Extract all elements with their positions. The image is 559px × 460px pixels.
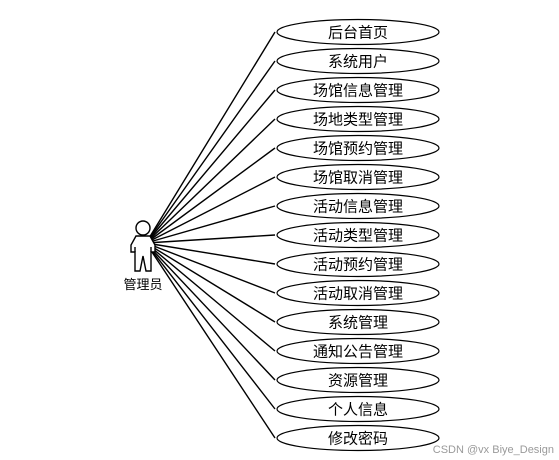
use-case-ellipse bbox=[276, 250, 440, 278]
actor-administrator: 管理员 bbox=[123, 220, 163, 293]
use-case: 场馆信息管理 bbox=[276, 76, 440, 104]
use-case: 场地类型管理 bbox=[276, 105, 440, 133]
use-case-ellipse bbox=[276, 395, 440, 423]
stick-figure-icon bbox=[130, 220, 156, 272]
use-case: 场馆预约管理 bbox=[276, 134, 440, 162]
use-case-ellipse bbox=[276, 337, 440, 365]
use-case-label: 系统管理 bbox=[328, 314, 388, 332]
use-case: 个人信息 bbox=[276, 395, 440, 423]
use-case: 系统管理 bbox=[276, 308, 440, 336]
use-case: 活动取消管理 bbox=[276, 279, 440, 307]
use-case: 通知公告管理 bbox=[276, 337, 440, 365]
use-case: 修改密码 bbox=[276, 424, 440, 452]
association-lines bbox=[145, 31, 276, 439]
use-case-label: 场地类型管理 bbox=[313, 111, 403, 129]
association-line bbox=[145, 60, 276, 244]
use-case-label: 活动预约管理 bbox=[313, 256, 403, 274]
use-case-ellipse bbox=[276, 134, 440, 162]
use-case-ellipse bbox=[276, 18, 440, 46]
use-case-label: 个人信息 bbox=[328, 401, 388, 419]
use-case-ellipse bbox=[276, 366, 440, 394]
association-line bbox=[145, 205, 276, 244]
use-case: 资源管理 bbox=[276, 366, 440, 394]
association-line bbox=[145, 242, 276, 381]
association-line bbox=[145, 31, 276, 244]
use-case-label: 场馆信息管理 bbox=[313, 82, 403, 100]
use-case-label: 场馆预约管理 bbox=[313, 140, 403, 158]
association-line bbox=[145, 242, 276, 439]
use-case-ellipse bbox=[276, 192, 440, 220]
association-line bbox=[145, 147, 276, 244]
watermark: CSDN @vx Biye_Design bbox=[432, 444, 554, 456]
use-case-ellipse bbox=[276, 76, 440, 104]
use-case-ellipse bbox=[276, 105, 440, 133]
use-case: 活动信息管理 bbox=[276, 192, 440, 220]
use-case-label: 系统用户 bbox=[328, 53, 388, 71]
use-case-list: 后台首页系统用户场馆信息管理场地类型管理场馆预约管理场馆取消管理活动信息管理活动… bbox=[276, 18, 440, 452]
use-case-ellipse bbox=[276, 163, 440, 191]
use-case-ellipse bbox=[276, 279, 440, 307]
association-line bbox=[145, 234, 276, 244]
use-case-label: 活动类型管理 bbox=[313, 227, 403, 245]
association-line bbox=[145, 118, 276, 244]
use-case-label: 通知公告管理 bbox=[313, 343, 403, 361]
association-line bbox=[145, 242, 276, 410]
use-case-label: 活动取消管理 bbox=[313, 285, 403, 303]
use-case: 后台首页 bbox=[276, 18, 440, 46]
association-line bbox=[145, 176, 276, 244]
use-case: 场馆取消管理 bbox=[276, 163, 440, 191]
use-case-label: 场馆取消管理 bbox=[313, 169, 403, 187]
use-case: 系统用户 bbox=[276, 47, 440, 75]
association-line bbox=[145, 242, 276, 265]
use-case-ellipse bbox=[276, 308, 440, 336]
association-line bbox=[145, 242, 276, 352]
use-case: 活动类型管理 bbox=[276, 221, 440, 249]
use-case-ellipse bbox=[276, 424, 440, 452]
use-case: 活动预约管理 bbox=[276, 250, 440, 278]
use-case-label: 活动信息管理 bbox=[313, 198, 403, 216]
association-line bbox=[145, 89, 276, 244]
use-case-label: 后台首页 bbox=[328, 24, 388, 42]
use-case-ellipse bbox=[276, 221, 440, 249]
use-case-label: 资源管理 bbox=[328, 372, 388, 390]
association-line bbox=[145, 242, 276, 294]
actor-label: 管理员 bbox=[123, 278, 162, 293]
use-case-label: 修改密码 bbox=[328, 430, 388, 448]
association-line bbox=[145, 242, 276, 323]
use-case-ellipse bbox=[276, 47, 440, 75]
